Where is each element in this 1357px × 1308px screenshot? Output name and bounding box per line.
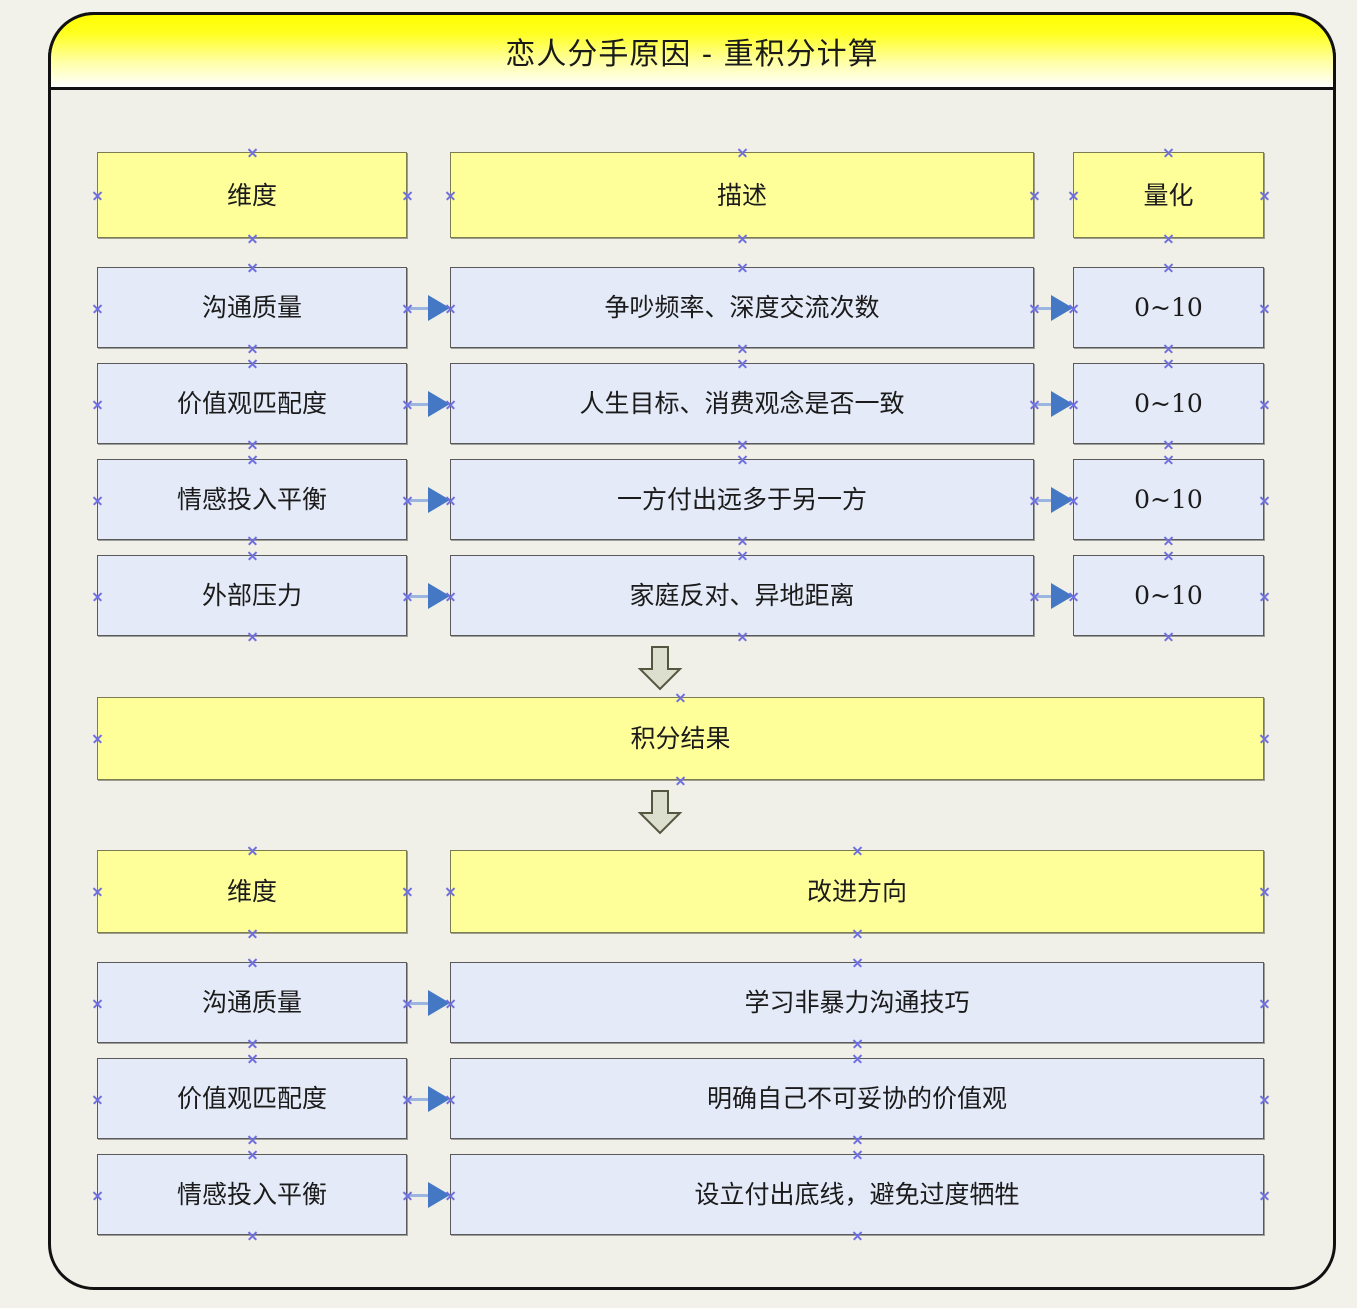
arrow-line: [1034, 402, 1051, 406]
table-row: 人生目标、消费观念是否一致: [450, 363, 1034, 444]
row-arrow: [407, 990, 450, 1016]
table-row: 设立付出底线，避免过度牺牲: [450, 1154, 1264, 1235]
arrow-line: [407, 594, 428, 598]
arrow-head-icon: [428, 487, 450, 513]
arrow-head-icon: [1051, 295, 1073, 321]
row-arrow: [407, 391, 450, 417]
row-arrow: [1034, 487, 1073, 513]
row-arrow: [1034, 391, 1073, 417]
down-arrow-to-improvement-icon: [637, 789, 683, 835]
improvement-header-dimension: 维度: [97, 850, 407, 933]
diagram-title-bar: 恋人分手原因 - 重积分计算: [48, 12, 1336, 90]
table-row: 沟通质量: [97, 267, 407, 348]
table-row: 价值观匹配度: [97, 363, 407, 444]
table-row: 情感投入平衡: [97, 459, 407, 540]
arrow-head-icon: [428, 1086, 450, 1112]
row-arrow: [1034, 295, 1073, 321]
arrow-line: [1034, 306, 1051, 310]
row-arrow: [407, 583, 450, 609]
arrow-line: [407, 498, 428, 502]
arrow-line: [407, 1193, 428, 1197]
table-row: 0~10: [1073, 555, 1264, 636]
table-row: 0~10: [1073, 363, 1264, 444]
arrow-head-icon: [1051, 583, 1073, 609]
improvement-header-dimension-label: 维度: [226, 877, 277, 906]
table-row: 情感投入平衡: [97, 1154, 407, 1235]
row-dimension-label: 外部压力: [201, 581, 302, 610]
arrow-line: [407, 1001, 428, 1005]
table-row: 价值观匹配度: [97, 1058, 407, 1139]
row-arrow: [407, 1086, 450, 1112]
arrow-head-icon: [428, 295, 450, 321]
arrow-head-icon: [1051, 487, 1073, 513]
row-arrow: [407, 487, 450, 513]
table-row: 学习非暴力沟通技巧: [450, 962, 1264, 1043]
improvement-header-direction-label: 改进方向: [806, 877, 907, 906]
scoring-header-description: 描述: [450, 152, 1034, 238]
row-arrow: [1034, 583, 1073, 609]
table-row: 明确自己不可妥协的价值观: [450, 1058, 1264, 1139]
row-dimension-label: 情感投入平衡: [176, 1180, 327, 1209]
arrow-head-icon: [428, 990, 450, 1016]
arrow-head-icon: [428, 391, 450, 417]
scoring-header-dimension: 维度: [97, 152, 407, 238]
scoring-header-quantify-label: 量化: [1143, 180, 1194, 210]
arrow-line: [407, 402, 428, 406]
row-description-label: 一方付出远多于另一方: [616, 485, 867, 514]
row-quantify-label: 0~10: [1134, 293, 1203, 322]
arrow-head-icon: [428, 583, 450, 609]
table-row: 外部压力: [97, 555, 407, 636]
improvement-header-direction: 改进方向: [450, 850, 1264, 933]
row-description-label: 家庭反对、异地距离: [629, 581, 855, 610]
arrow-head-icon: [428, 1182, 450, 1208]
scoring-header-description-label: 描述: [716, 180, 767, 210]
down-arrow-to-result-icon: [637, 645, 683, 691]
row-quantify-label: 0~10: [1134, 581, 1203, 610]
table-row: 家庭反对、异地距离: [450, 555, 1034, 636]
table-row: 争吵频率、深度交流次数: [450, 267, 1034, 348]
table-row: 一方付出远多于另一方: [450, 459, 1034, 540]
row-quantify-label: 0~10: [1134, 485, 1203, 514]
scoring-header-dimension-label: 维度: [226, 180, 277, 210]
table-row: 沟通质量: [97, 962, 407, 1043]
table-row: 0~10: [1073, 459, 1264, 540]
row-direction-label: 设立付出底线，避免过度牺牲: [694, 1180, 1020, 1209]
scoring-header-quantify: 量化: [1073, 152, 1264, 238]
row-arrow: [407, 295, 450, 321]
row-direction-label: 学习非暴力沟通技巧: [744, 988, 970, 1017]
table-row: 0~10: [1073, 267, 1264, 348]
row-description-label: 争吵频率、深度交流次数: [604, 293, 880, 322]
row-dimension-label: 沟通质量: [201, 988, 302, 1017]
row-direction-label: 明确自己不可妥协的价值观: [706, 1084, 1007, 1113]
arrow-line: [1034, 498, 1051, 502]
row-dimension-label: 情感投入平衡: [176, 485, 327, 514]
row-dimension-label: 价值观匹配度: [176, 1084, 327, 1113]
row-dimension-label: 沟通质量: [201, 293, 302, 322]
row-dimension-label: 价值观匹配度: [176, 389, 327, 418]
result-box-label: 积分结果: [630, 724, 731, 753]
arrow-line: [1034, 594, 1051, 598]
row-quantify-label: 0~10: [1134, 389, 1203, 418]
row-description-label: 人生目标、消费观念是否一致: [579, 389, 905, 418]
row-arrow: [407, 1182, 450, 1208]
arrow-line: [407, 1097, 428, 1101]
page-title: 恋人分手原因 - 重积分计算: [505, 37, 879, 72]
arrow-head-icon: [1051, 391, 1073, 417]
arrow-line: [407, 306, 428, 310]
result-box: 积分结果: [97, 697, 1264, 780]
